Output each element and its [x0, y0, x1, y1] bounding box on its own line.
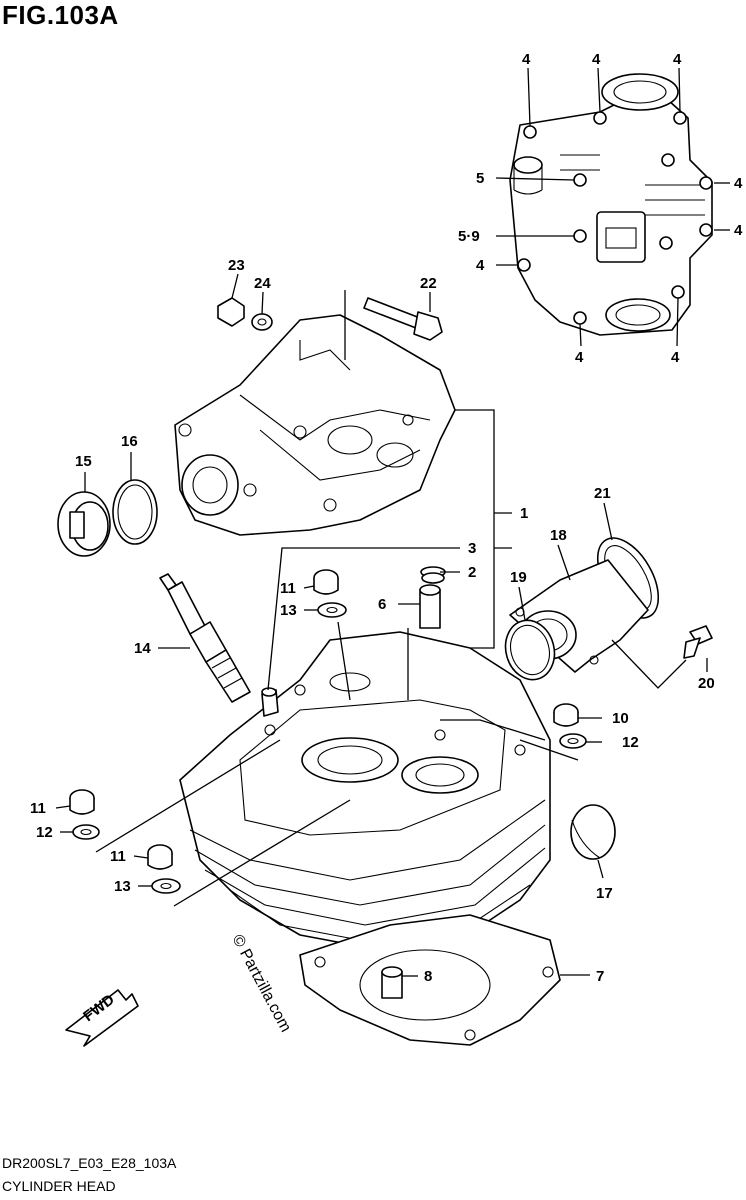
fwd-arrow-icon: FWD: [65, 989, 139, 1047]
cylinder-head-cover: [509, 73, 713, 336]
nut-10: [553, 703, 579, 727]
callout-20: 20: [698, 675, 715, 692]
cap-15: [57, 491, 111, 557]
callout-12: 12: [622, 734, 639, 751]
o-ring-16: [112, 479, 158, 545]
callout-4: 4: [734, 175, 743, 192]
nut-11-lower: [147, 844, 173, 870]
callout-10: 10: [612, 710, 629, 727]
callout-13: 13: [114, 878, 131, 895]
nut-11-left: [69, 789, 95, 815]
callout-4: 4: [673, 51, 682, 68]
callout-7: 7: [596, 968, 604, 985]
dowel-8: [381, 966, 403, 999]
washer-13-lower: [151, 878, 181, 894]
callout-11: 11: [280, 580, 296, 597]
callout-24: 24: [254, 275, 271, 292]
callout-11: 11: [110, 848, 126, 865]
washer-24: [251, 313, 273, 331]
diagram-name: CYLINDER HEAD: [2, 1178, 116, 1194]
nut-11-upper: [313, 569, 339, 595]
callout-1: 1: [520, 505, 528, 522]
callout-18: 18: [550, 527, 567, 544]
callout-4: 4: [476, 257, 485, 274]
bolt-20: [683, 625, 713, 659]
callout-12: 12: [36, 824, 53, 841]
callout-8: 8: [424, 968, 432, 985]
spark-plug-14: [159, 573, 251, 703]
cylinder-head: [174, 314, 456, 536]
callout-14: 14: [134, 640, 151, 657]
figure-title: FIG.103A: [2, 0, 119, 30]
watermark: © Partzilla.com: [228, 932, 294, 1035]
callout-5: 5: [476, 170, 484, 187]
callout-19: 19: [510, 569, 527, 586]
callout-2: 2: [468, 564, 476, 581]
callout-11: 11: [30, 800, 46, 817]
callout-22: 22: [420, 275, 437, 292]
callout-4: 4: [522, 51, 531, 68]
valve-guide-6: [419, 584, 441, 629]
washer-12-left: [72, 824, 100, 840]
callout-4: 4: [734, 222, 743, 239]
stem-seal-2: [420, 566, 446, 584]
bolt-22: [363, 297, 443, 341]
washer-13-upper: [317, 602, 347, 618]
diagram-code: DR200SL7_E03_E28_103A: [2, 1155, 177, 1171]
plug-17: [570, 804, 616, 860]
washer-12-right: [559, 733, 587, 749]
callout-3: 3: [468, 540, 476, 557]
nut-23: [217, 297, 245, 327]
callout-16: 16: [121, 433, 138, 450]
dowel-3: [261, 687, 279, 717]
callout-5-9: 5·9: [458, 228, 480, 245]
cylinder-base-gasket-7: [299, 914, 561, 1046]
leader-lines: [55, 67, 730, 977]
o-ring-19: [504, 619, 556, 681]
callout-4: 4: [592, 51, 601, 68]
callout-6: 6: [378, 596, 386, 613]
callout-4: 4: [671, 349, 680, 366]
callout-labels: 4 4 4 4 4 5 5·9 4 4 4 23 24 22 16 15 1 2…: [30, 51, 743, 985]
callout-13: 13: [280, 602, 297, 619]
callout-17: 17: [596, 885, 613, 902]
callout-15: 15: [75, 453, 92, 470]
callout-23: 23: [228, 257, 245, 274]
callout-21: 21: [594, 485, 611, 502]
callout-4: 4: [575, 349, 584, 366]
